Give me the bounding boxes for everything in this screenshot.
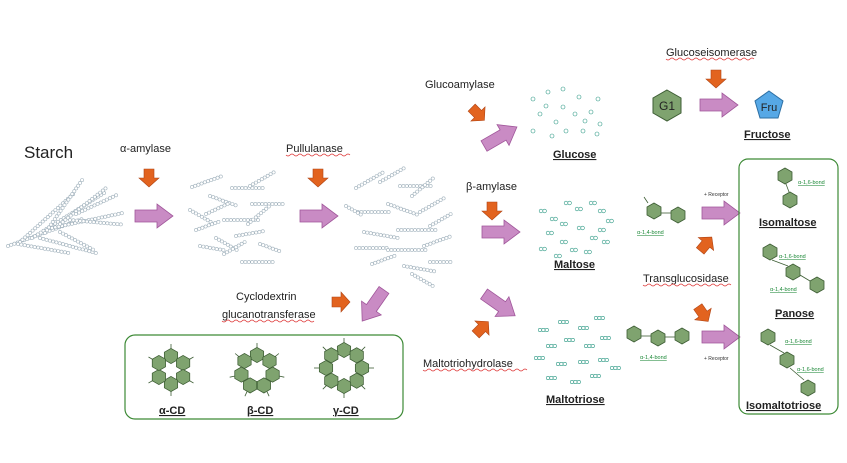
spellcheck-underline [221,319,315,323]
beta-amylase-label: β-amylase [466,181,517,193]
process-arrow-2 [299,203,339,229]
maltose-molecules [538,200,614,259]
glucose-molecules [530,86,603,139]
receptor-label-upper: + Receptor [704,192,729,198]
transglucosidase-arrow-upper [692,230,720,258]
glucoamylase-label: Glucoamylase [425,79,495,91]
maltotriose-label: Maltotriose [546,394,605,406]
glucoseisomerase-label: Glucoseisomerase [666,47,757,59]
fru-text: Fru [761,102,778,114]
gamma-cd-label: γ-CD [333,405,359,417]
bond-14-label-lower: α-1,4-bond [640,355,667,361]
g1-hexagon: G1 [652,89,682,122]
maltotriose-molecules [533,315,621,384]
receptor-label-lower: + Receptor [704,356,729,362]
panose-structure [762,243,825,294]
cgtase-arrow [331,291,351,313]
cgtase-label-line2: glucanotransferase [222,309,316,321]
pullulanase-arrow [307,168,329,188]
maltotriohydrolase-arrow [468,314,496,342]
fructose-label: Fructose [744,129,790,141]
beta-cd-label: β-CD [247,405,273,417]
process-arrow-1 [134,203,174,229]
isomaltotriose-label: Isomaltotriose [746,400,821,412]
bond-16-isomaltotriose-2: α-1,6-bond [797,367,824,373]
bond-14-panose: α-1,4-bond [770,287,797,293]
fructose-pentagon: Fru [754,90,784,119]
transglucosidase-products-box [738,158,839,415]
alpha-amylase-arrow [138,168,160,188]
process-arrow-fructose [699,92,739,118]
alpha-amylase-label: α-amylase [120,143,171,155]
bond-16-isomaltotriose-1: α-1,6-bond [785,339,812,345]
glucose-label: Glucose [553,149,596,161]
bond-16-isomaltose: α-1,6-bond [798,180,825,186]
process-arrow-isomaltose [701,200,741,226]
maltotriohydrolase-label: Maltotriohydrolase [423,358,513,370]
maltose-disaccharide [643,196,686,224]
bond-16-panose: α-1,6-bond [779,254,806,260]
pullulanase-label: Pullulanase [286,143,343,155]
process-arrow-glucose [477,116,524,157]
spellcheck-underline [665,57,755,61]
process-arrow-isomaltotriose [701,324,741,350]
beta-amylase-arrow [481,201,503,221]
process-arrow-cd [351,282,395,329]
alpha-cd-label: α-CD [159,405,185,417]
dextrin-fragments [188,170,285,264]
maltose-label: Maltose [554,259,595,271]
cyclodextrin-rings [148,338,374,398]
bond-14-label-upper: α-1,4-bond [637,230,664,236]
transglucosidase-label: Transglucosidase [643,273,729,285]
transglucosidase-arrow-lower [689,300,717,328]
spellcheck-underline [422,368,528,372]
isomaltotriose-structure [760,328,816,397]
isomaltose-structure [777,167,798,209]
glucoseisomerase-arrow [705,69,727,89]
maltotriose-trisaccharide [626,325,690,347]
spellcheck-underline [285,153,351,157]
cgtase-label-line1: Cyclodextrin [236,291,297,303]
spellcheck-underline [642,283,732,287]
starch-label: Starch [24,143,73,162]
glucoamylase-arrow [464,100,492,128]
cyclodextrin-box [124,334,404,420]
process-arrow-maltose [481,219,521,245]
process-arrow-maltotriose [476,283,523,327]
isomaltose-label: Isomaltose [759,217,816,229]
g1-text: G1 [659,99,675,113]
panose-label: Panose [775,308,814,320]
linear-chains [344,166,453,288]
starch-branched-chains [6,178,124,255]
